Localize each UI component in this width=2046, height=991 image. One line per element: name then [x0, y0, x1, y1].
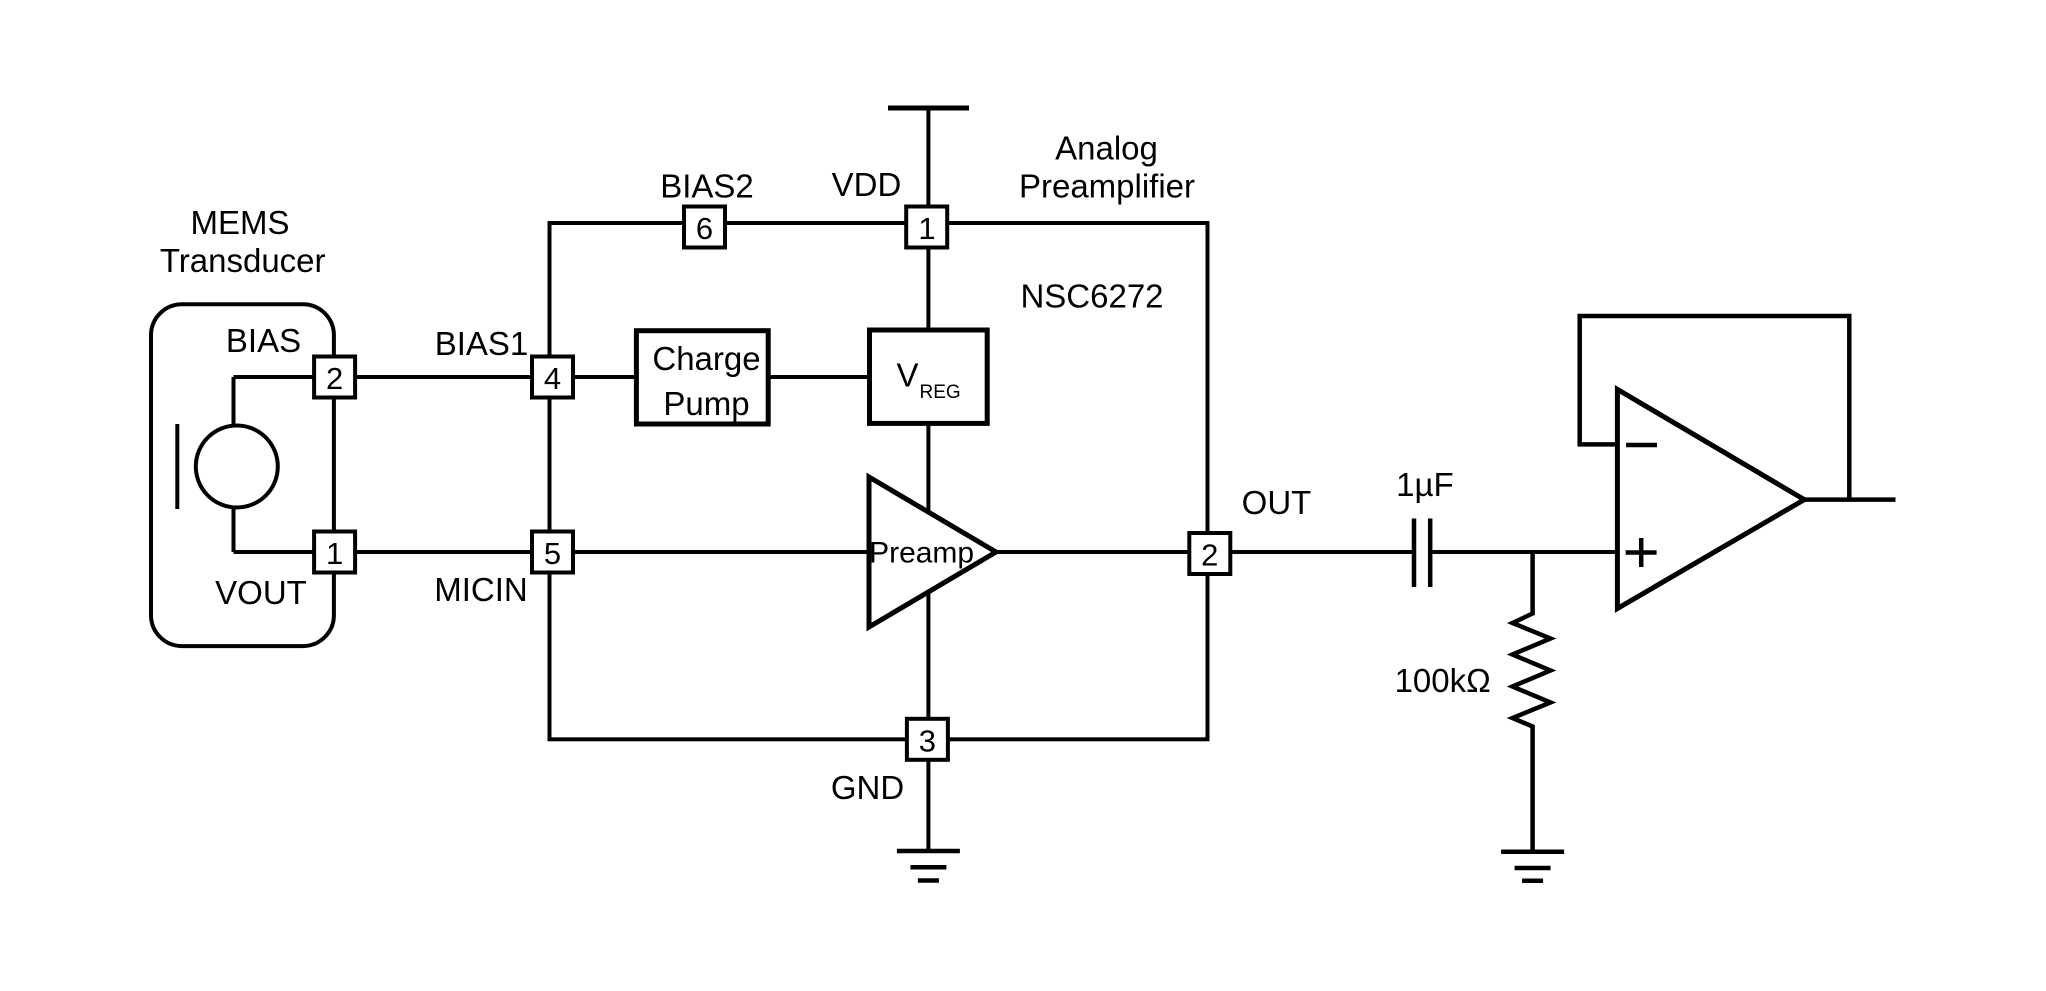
svg-text:1: 1: [326, 536, 343, 571]
svg-text:BIAS1: BIAS1: [435, 325, 529, 362]
svg-text:VOUT: VOUT: [215, 574, 307, 611]
svg-text:NSC6272: NSC6272: [1020, 278, 1163, 315]
svg-text:Preamp: Preamp: [869, 537, 974, 570]
svg-text:OUT: OUT: [1242, 484, 1312, 521]
svg-text:BIAS: BIAS: [226, 322, 301, 359]
svg-text:2: 2: [326, 361, 343, 396]
svg-text:Charge: Charge: [652, 340, 760, 377]
svg-text:Analog: Analog: [1055, 130, 1158, 167]
svg-text:Pump: Pump: [663, 385, 749, 422]
svg-text:VDD: VDD: [832, 166, 902, 203]
svg-text:MEMS: MEMS: [191, 204, 290, 241]
svg-text:1: 1: [918, 211, 935, 246]
svg-text:4: 4: [544, 361, 561, 396]
svg-text:GND: GND: [831, 769, 904, 806]
svg-text:5: 5: [544, 536, 561, 571]
svg-text:REG: REG: [920, 382, 961, 403]
svg-text:BIAS2: BIAS2: [660, 168, 754, 205]
svg-text:3: 3: [919, 723, 936, 758]
svg-text:1µF: 1µF: [1396, 466, 1454, 503]
svg-text:6: 6: [696, 211, 713, 246]
svg-text:V: V: [897, 357, 919, 394]
svg-text:Preamplifier: Preamplifier: [1019, 168, 1195, 205]
svg-text:Transducer: Transducer: [160, 242, 326, 279]
svg-text:100kΩ: 100kΩ: [1395, 662, 1491, 699]
svg-text:2: 2: [1201, 538, 1218, 573]
svg-text:MICIN: MICIN: [434, 571, 528, 608]
